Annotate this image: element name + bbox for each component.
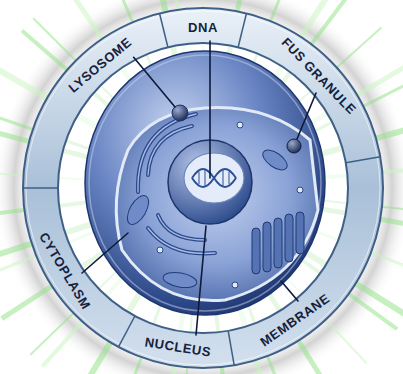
leader-line [82, 233, 128, 273]
vesicle [232, 282, 238, 288]
part-label: LYSOSOME [66, 35, 134, 95]
part-label: MEMBRANE [258, 291, 332, 348]
part-label: NUCLEUS [144, 335, 212, 358]
mitochondrion [162, 270, 198, 290]
dna-rung [205, 170, 206, 186]
column [252, 228, 260, 274]
nucleus-cut-face [184, 153, 244, 203]
leader-line [297, 93, 316, 139]
ring-divider [23, 187, 58, 189]
dna-rung [199, 172, 200, 184]
leader-line [134, 57, 175, 107]
leader-lines [82, 41, 316, 335]
column [285, 214, 293, 262]
leader-line [209, 41, 211, 178]
leader-line [281, 281, 298, 301]
ring-divider [238, 13, 246, 47]
vesicle [157, 247, 163, 253]
ring-outer-edge [23, 8, 383, 368]
cytoplasm-cut [116, 108, 318, 301]
ring-divider [346, 157, 381, 163]
dna-strand [192, 169, 236, 187]
dna-helix [192, 169, 236, 187]
part-label: DNA [188, 21, 218, 34]
mitochondrion [123, 192, 153, 228]
ring-divider [160, 13, 168, 47]
cell-membrane [89, 55, 321, 311]
part-label: CYTOPLASM [37, 230, 93, 311]
column [263, 222, 271, 272]
part-label: FUS GRANULE [279, 35, 358, 116]
dna-rung [223, 170, 224, 186]
ring-divider [228, 331, 234, 366]
inner-disc [58, 43, 348, 333]
cell-body [85, 51, 325, 315]
column [274, 218, 282, 268]
dna-strand [192, 169, 236, 187]
vesicle [237, 122, 243, 128]
dna-rung [229, 172, 230, 184]
ring-dividers [23, 13, 380, 365]
vesicle [297, 187, 303, 193]
ring-inner-edge [58, 43, 348, 333]
label-ring [23, 8, 383, 368]
golgi-columns [252, 212, 304, 274]
vesicles [157, 122, 303, 288]
column [296, 212, 304, 254]
mitochondrion [260, 146, 291, 174]
ring-highlight [26, 11, 380, 365]
leader-line [196, 226, 206, 335]
ring-divider [119, 316, 135, 347]
fus-granule [287, 139, 301, 153]
